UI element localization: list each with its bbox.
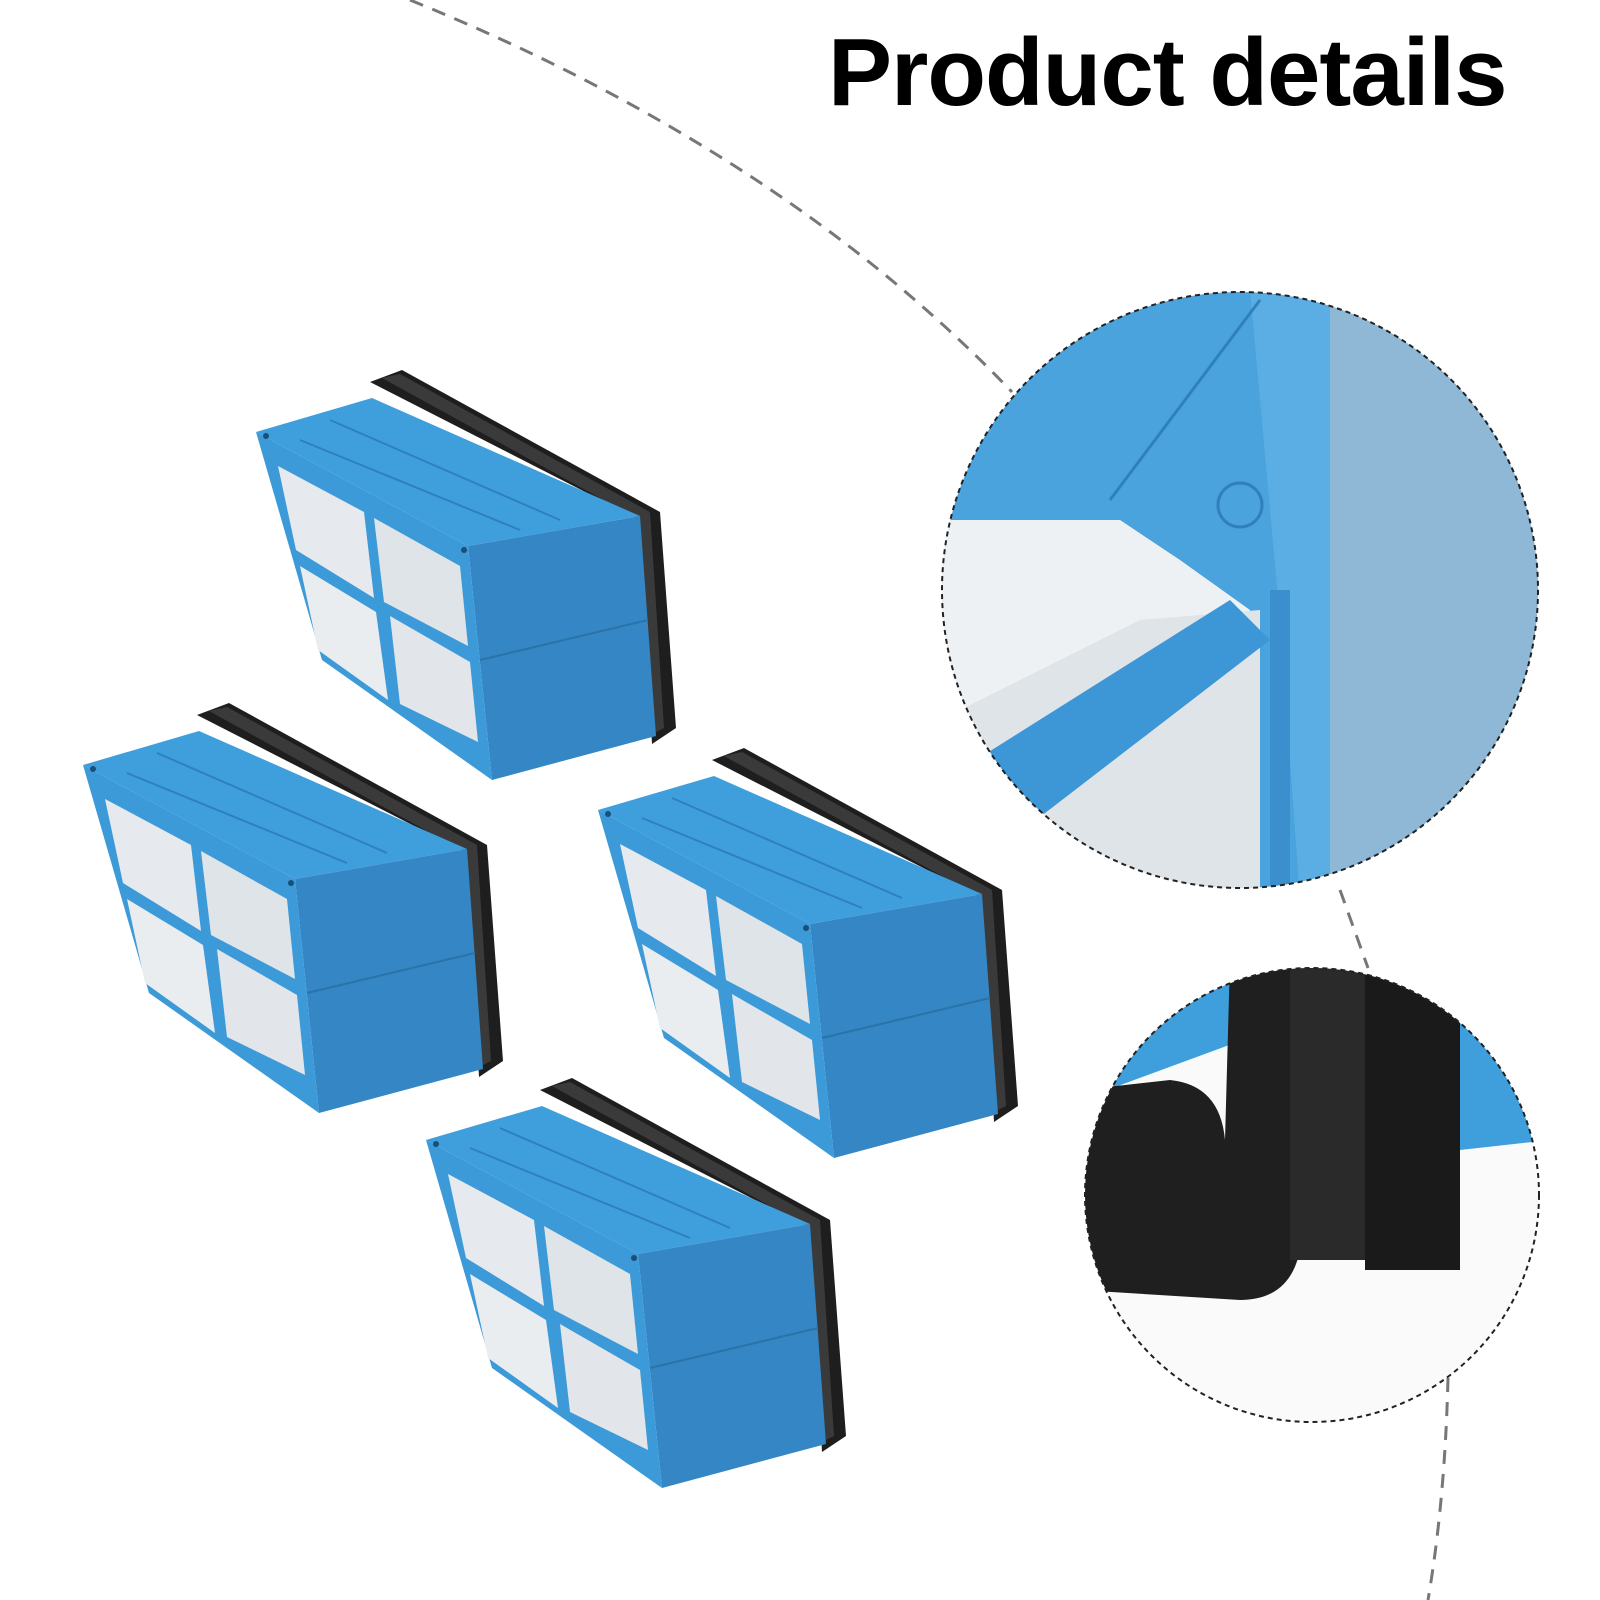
filter-1 [255,369,677,781]
closeup-frame-corner [942,292,1538,888]
page-title: Product details [828,19,1507,126]
filter-3 [597,747,1019,1159]
filter-4 [425,1077,847,1489]
guide-line [409,0,1014,394]
filter-2 [82,702,504,1114]
closeup-gasket-corner [1085,968,1539,1422]
